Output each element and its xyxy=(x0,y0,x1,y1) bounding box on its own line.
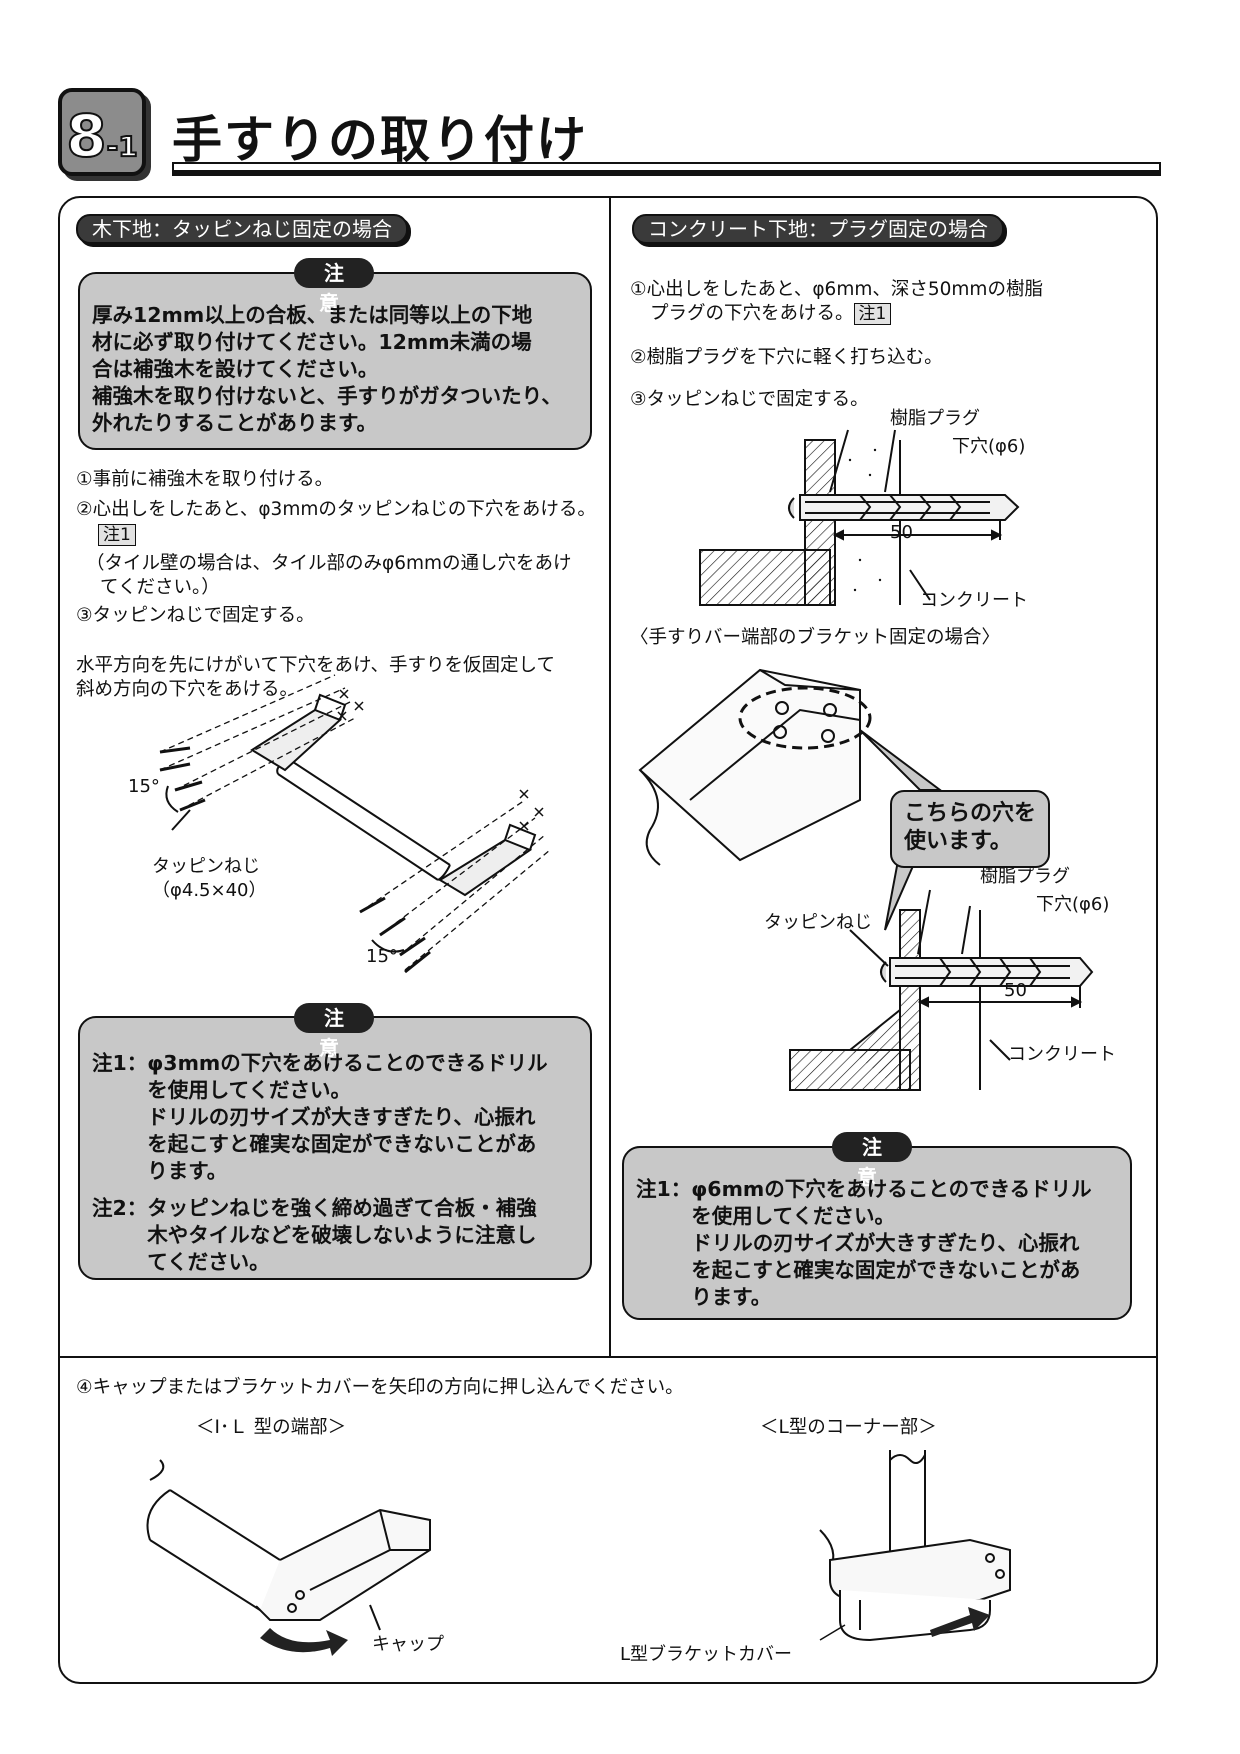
step-2: ②樹脂プラグを下穴に軽く打ち込む。 xyxy=(630,347,943,368)
instruction-para-cont: 斜め方向の下穴をあける。 xyxy=(76,679,299,700)
step-1: ①事前に補強木を取り付ける。 xyxy=(76,469,334,490)
wood-base-heading: 木下地：タッピンねじ固定の場合 xyxy=(76,214,408,244)
note-2: 注2： タッピンねじを強く締め過ぎて合板・補強 木やタイルなどを破壊しないように… xyxy=(92,1196,537,1274)
column-divider xyxy=(609,196,611,1356)
concrete-label: コンクリート xyxy=(1008,1044,1116,1065)
end-cap-caption: ＜Ⅰ･Ｌ 型の端部＞ xyxy=(196,1417,347,1438)
end-cap-figure xyxy=(146,1459,431,1656)
caution-line: 厚み12mm以上の合板、または同等以上の下地 xyxy=(92,303,533,327)
corner-cover-label: L型ブラケットカバー xyxy=(620,1644,793,1665)
instruction-para: 水平方向を先にけがいて下穴をあけ、手すりを仮固定して xyxy=(76,655,555,676)
caution-tag: 注 意 xyxy=(294,258,374,315)
step-2-note-cont: てください。） xyxy=(100,577,220,598)
plug-label: 樹脂プラグ xyxy=(890,408,980,429)
caution-line: 材に必ず取り付けてください。12mm未満の場 xyxy=(92,330,532,354)
screw-label: タッピンねじ xyxy=(764,912,872,933)
screw-label: タッピンねじ xyxy=(152,856,260,877)
note-1: 注1： φ6mmの下穴をあけることのできるドリル を使用してください。 ドリルの… xyxy=(636,1177,1092,1309)
depth-label: 50 xyxy=(890,522,913,543)
caution-box-wood xyxy=(78,272,592,450)
caution-notes: 注1： φ6mmの下穴をあけることのできるドリル を使用してください。 ドリルの… xyxy=(636,1176,1126,1311)
caution-line: 補強木を取り付けないと、手すりがガタついたり、 xyxy=(92,384,562,408)
caution-line: 合は補強木を設けてください。 xyxy=(92,357,379,381)
callout-hole-note: こちらの穴を 使います。 xyxy=(890,790,1050,868)
step-4: ④キャップまたはブラケットカバーを矢印の方向に押し込んでください。 xyxy=(76,1377,684,1398)
step-3: ③タッピンねじで固定する。 xyxy=(76,605,315,626)
content-frame xyxy=(58,196,1158,1684)
caution-notes: 注1： φ3mmの下穴をあけることのできるドリル を使用してください。 ドリルの… xyxy=(92,1050,582,1276)
handrail-screw-figure xyxy=(159,674,551,974)
corner-cover-figure xyxy=(819,1450,1011,1642)
screw-size-label: （φ4.5×40） xyxy=(152,880,267,901)
concrete-base-heading: コンクリート下地：プラグ固定の場合 xyxy=(632,214,1004,244)
title-underline xyxy=(172,162,1161,172)
plug-cross-section-figure xyxy=(699,429,1020,606)
hole-label: 下穴(φ6) xyxy=(952,436,1026,457)
step-1: ①心出しをしたあと、φ6mm、深さ50mmの樹脂 xyxy=(630,279,1043,300)
step-1-cont: プラグの下穴をあける。注1 xyxy=(650,302,892,326)
cap-label: キャップ xyxy=(372,1634,444,1655)
row-divider xyxy=(58,1356,1158,1358)
bracket-plug-cross-section-figure xyxy=(789,889,1094,1091)
caution-tag: 注 意 xyxy=(832,1132,912,1189)
step-2: ②心出しをしたあと、φ3mmのタッピンねじの下穴をあける。 xyxy=(76,499,596,520)
note-1: 注1： φ3mmの下穴をあけることのできるドリル を使用してください。 ドリルの… xyxy=(92,1051,548,1183)
depth-label: 50 xyxy=(1004,980,1027,1001)
angle-label-bottom: 15° xyxy=(366,946,398,967)
section-number: 8 xyxy=(65,101,107,171)
caution-text: 厚み12mm以上の合板、または同等以上の下地 材に必ず取り付けてください。12m… xyxy=(92,302,562,437)
bracket-heading: 〈手すりバー端部のブラケット固定の場合〉 xyxy=(630,627,1001,648)
concrete-label: コンクリート xyxy=(920,590,1028,611)
bracket-figure xyxy=(638,668,872,866)
hole-label: 下穴(φ6) xyxy=(1036,894,1110,915)
section-subnumber: -1 xyxy=(106,129,139,164)
caution-tag: 注 意 xyxy=(294,1003,374,1060)
step-2-note: （タイル壁の場合は、タイル部のみφ6mmの通し穴をあけ xyxy=(86,553,572,574)
corner-caption: ＜L型のコーナー部＞ xyxy=(760,1417,937,1438)
angle-label-top: 15° xyxy=(128,776,160,797)
note-ref: 注1 xyxy=(98,524,136,546)
caution-line: 外れたりすることがあります。 xyxy=(92,411,377,435)
step-3: ③タッピンねじで固定する。 xyxy=(630,389,869,410)
note-ref: 注1 xyxy=(853,303,892,325)
section-number-badge: 8-1 xyxy=(58,88,146,176)
plug-label: 樹脂プラグ xyxy=(980,866,1070,887)
page-title: 手すりの取り付け xyxy=(172,111,588,169)
